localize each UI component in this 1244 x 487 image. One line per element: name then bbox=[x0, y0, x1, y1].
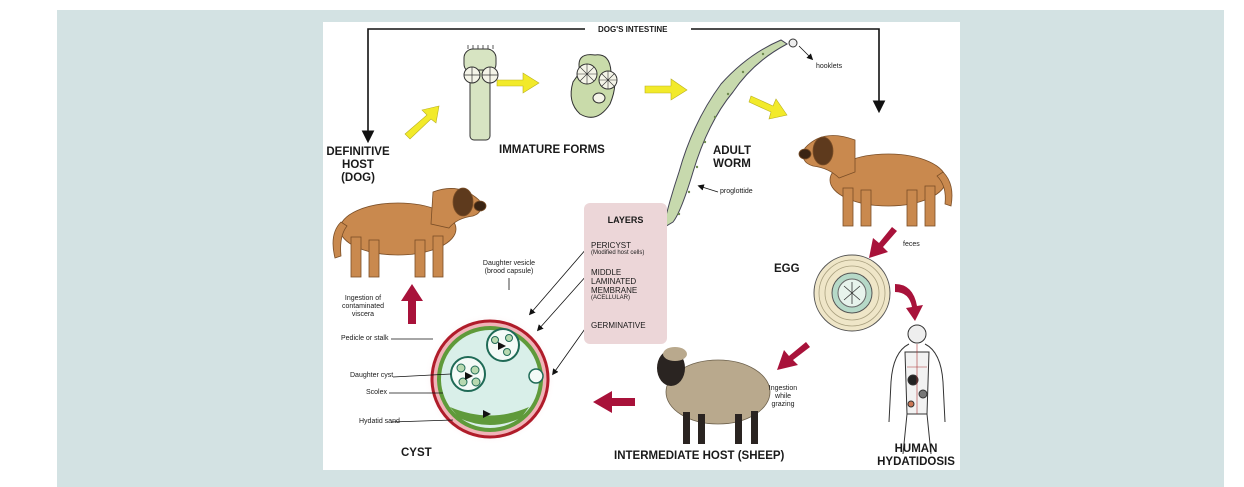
egg-label: EGG bbox=[774, 263, 800, 275]
intermediate-host-label: INTERMEDIATE HOST (SHEEP) bbox=[614, 450, 785, 462]
yellow-arrow-4 bbox=[748, 95, 788, 120]
yellow-cycle-arrows bbox=[404, 72, 788, 140]
grazing-line-1: Ingestion bbox=[768, 385, 798, 392]
human-hydatidosis-label: HUMAN HYDATIDOSIS bbox=[872, 443, 960, 469]
middle-line-1: MIDDLE bbox=[591, 268, 622, 277]
human-body-drawing bbox=[888, 324, 946, 455]
feces-annotation: feces bbox=[903, 241, 920, 248]
yellow-arrow-1 bbox=[404, 105, 440, 140]
adult-worm-line-2: WORM bbox=[713, 158, 751, 170]
pericyst-sub-label: (Modified host cells) bbox=[591, 250, 645, 256]
dog-right-drawing bbox=[798, 135, 953, 227]
cyst-label: CYST bbox=[401, 447, 432, 459]
pedicle-annotation: Pedicle or stalk bbox=[341, 335, 389, 342]
red-arrow-egg-to-human bbox=[895, 284, 923, 321]
definitive-host-label: DEFINITIVE HOST (DOG) bbox=[323, 146, 393, 185]
life-cycle-drawing bbox=[332, 28, 953, 455]
layers-legend-box: LAYERS PERICYST (Modified host cells) MI… bbox=[584, 203, 667, 344]
immature-scolex-drawing bbox=[463, 45, 499, 141]
immature-forms-label: IMMATURE FORMS bbox=[499, 144, 605, 156]
middle-sub-label: (ACELLULAR) bbox=[591, 295, 631, 301]
hydatid-sand-annotation: Hydatid sand bbox=[359, 418, 400, 425]
layer-middle-laminated: MIDDLE LAMINATED MEMBRANE (ACELLULAR) bbox=[591, 268, 637, 302]
grazing-line-3: grazing bbox=[771, 401, 795, 408]
human-line-1: HUMAN bbox=[894, 443, 938, 455]
immature-protoscolex-drawing bbox=[570, 54, 618, 118]
dog-definitive-host-drawing bbox=[332, 187, 487, 278]
layers-title: LAYERS bbox=[607, 215, 644, 225]
layer-germinative: GERMINATIVE bbox=[591, 321, 646, 330]
daughter-vesicle-annotation: Daughter vesicle (brood capsule) bbox=[471, 260, 547, 276]
red-arrow-egg-to-sheep bbox=[777, 342, 810, 370]
layer-pericyst: PERICYST (Modified host cells) bbox=[591, 241, 644, 257]
human-line-2: HYDATIDOSIS bbox=[877, 456, 955, 468]
hydatid-cyst-drawing bbox=[424, 313, 556, 445]
brood-capsule-drawing bbox=[486, 328, 520, 362]
definitive-host-line-2: HOST bbox=[342, 159, 374, 171]
grazing-line-2: while bbox=[775, 393, 791, 400]
ingestion-viscera-annotation: Ingestion of contaminated viscera bbox=[331, 295, 395, 319]
proglottide-annotation: proglottide bbox=[720, 188, 753, 195]
definitive-host-line-3: (DOG) bbox=[341, 172, 375, 184]
adult-worm-line-1: ADULT bbox=[712, 145, 752, 157]
pericyst-label: PERICYST bbox=[591, 241, 632, 250]
red-arrow-sheep-to-cyst bbox=[593, 391, 635, 413]
middle-line-2: LAMINATED bbox=[591, 277, 637, 286]
ingestion-grazing-annotation: Ingestion while grazing bbox=[763, 385, 803, 409]
red-cycle-arrows bbox=[401, 227, 923, 413]
yellow-arrow-3 bbox=[644, 78, 688, 101]
red-arrow-dog-to-egg bbox=[869, 227, 897, 258]
adult-worm-drawing bbox=[662, 38, 798, 230]
vesicle-line-1: Daughter vesicle bbox=[482, 260, 536, 267]
egg-drawing bbox=[813, 254, 891, 332]
viscera-line-1: Ingestion of bbox=[344, 295, 382, 302]
definitive-host-line-1: DEFINITIVE bbox=[326, 146, 390, 158]
vesicle-line-2: (brood capsule) bbox=[484, 268, 534, 275]
adult-worm-label: ADULT WORM bbox=[705, 145, 759, 171]
scolex-annotation: Scolex bbox=[366, 389, 388, 396]
hooklets-annotation: hooklets bbox=[816, 63, 843, 70]
viscera-line-3: viscera bbox=[351, 311, 375, 318]
middle-line-3: MEMBRANE bbox=[591, 286, 638, 295]
intestine-bracket-lines bbox=[361, 28, 886, 144]
daughter-cyst-annotation: Daughter cyst bbox=[350, 372, 394, 379]
viscera-line-2: contaminated bbox=[341, 303, 385, 310]
red-arrow-cyst-to-dog bbox=[401, 284, 423, 324]
yellow-arrow-2 bbox=[496, 72, 540, 94]
daughter-cyst-drawing bbox=[450, 356, 486, 392]
echinococcus-life-cycle-figure: DOG'S INTESTINE DEFINITIVE HOST (DOG) IM… bbox=[323, 22, 960, 470]
intestine-label: DOG'S INTESTINE bbox=[598, 25, 668, 34]
sheep-intermediate-host-drawing bbox=[657, 347, 771, 444]
